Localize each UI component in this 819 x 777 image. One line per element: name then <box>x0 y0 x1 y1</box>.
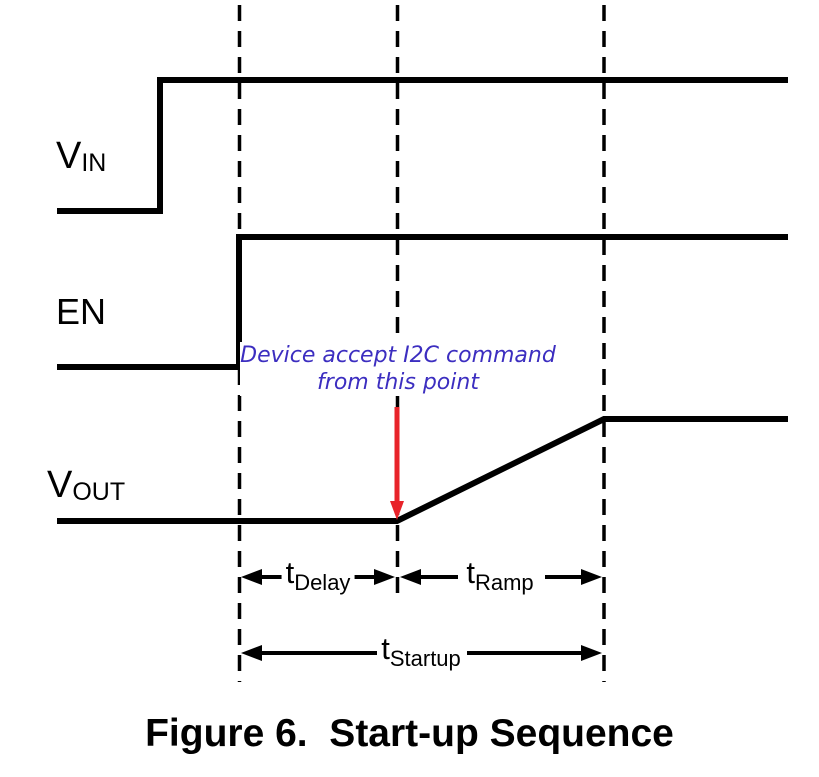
tdelay-label-base: t <box>285 555 295 590</box>
vin-label-subscript: IN <box>81 149 107 177</box>
tdelay-arrowhead-left <box>241 569 262 585</box>
vout-waveform <box>57 416 788 524</box>
i2c-annotation-line1: Device accept I2C command <box>240 343 556 368</box>
tramp-label-base: t <box>466 555 475 590</box>
i2c-pointer-arrowhead <box>390 501 404 520</box>
tstartup-label-base: t <box>381 631 390 666</box>
i2c-annotation: Device accept I2C command from this poin… <box>240 342 556 396</box>
tstartup-arrowhead-right <box>581 645 602 661</box>
tramp-label-subscript: Ramp <box>474 570 534 595</box>
tramp-label: tRamp <box>462 555 538 595</box>
i2c-annotation-line2: from this point <box>317 370 479 395</box>
tdelay-label-subscript: Delay <box>294 570 351 595</box>
tstartup-label: tStartup <box>377 633 465 670</box>
vin-waveform <box>57 77 788 214</box>
tdelay-arrowhead-right <box>374 569 395 585</box>
vout-label-subscript: OUT <box>72 478 126 506</box>
tstartup-label-subscript: Startup <box>389 646 461 671</box>
tstartup-arrowhead-left <box>241 645 262 661</box>
vin-label-base: V <box>56 135 82 177</box>
tramp-arrowhead-right <box>581 569 602 585</box>
vout-label: VOUT <box>47 466 125 505</box>
tramp-arrowhead-left <box>400 569 421 585</box>
figure-caption: Figure 6. Start-up Sequence <box>145 712 674 755</box>
vin-label: VIN <box>56 137 106 176</box>
en-label-base: EN <box>56 291 107 332</box>
vout-label-base: V <box>47 464 73 506</box>
tdelay-label: tDelay <box>281 555 355 595</box>
en-waveform <box>57 234 788 370</box>
en-label: EN <box>56 294 106 330</box>
